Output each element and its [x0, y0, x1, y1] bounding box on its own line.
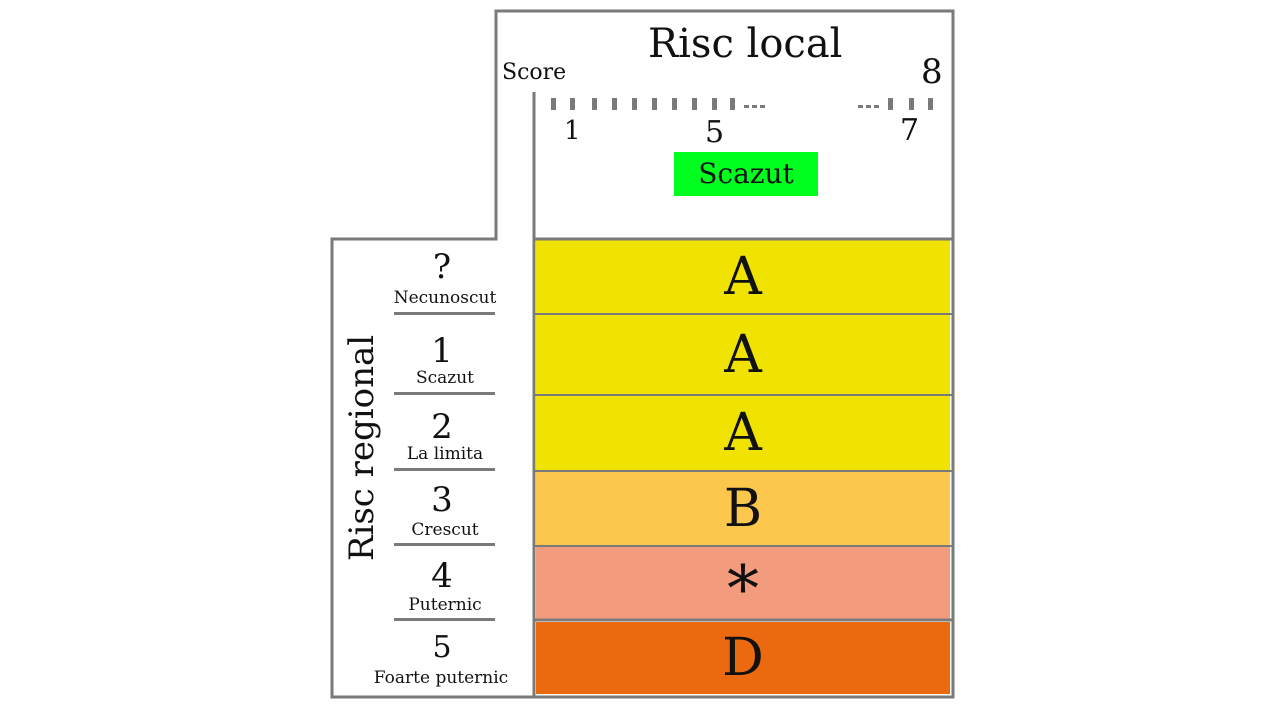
regional-level-label: Scazut: [415, 368, 475, 388]
scale-tick: [612, 98, 617, 110]
result-band: B: [536, 472, 950, 545]
result-band: A: [536, 396, 950, 470]
result-band: A: [536, 240, 950, 313]
level-separator: [394, 543, 495, 546]
local-risk-title: Risc local: [648, 21, 843, 67]
result-band: D: [536, 622, 950, 694]
regional-level-number: 2: [431, 407, 453, 447]
regional-level-number: 1: [431, 331, 453, 371]
result-band-letter: A: [724, 403, 762, 463]
regional-level-number: ?: [432, 247, 452, 287]
scale-tick-label: 1: [564, 116, 581, 146]
regional-level-label: Crescut: [411, 520, 479, 540]
scale-dash: [760, 105, 765, 108]
scale-tick-label: 7: [900, 113, 920, 148]
scale-tick-label: 5: [705, 115, 725, 150]
result-band: A: [536, 315, 950, 394]
regional-level-label: Puternic: [408, 595, 482, 615]
score-label: Score: [502, 60, 567, 85]
scale-dash: [866, 105, 871, 108]
result-band-letter: *: [727, 553, 759, 627]
regional-level-label: La limita: [406, 444, 484, 464]
regional-level-label: Foarte puternic: [373, 668, 509, 688]
level-separator: [394, 392, 495, 395]
scale-tick: [909, 98, 914, 110]
scale-tick: [592, 98, 597, 110]
result-band: *: [536, 547, 950, 627]
scale-dash: [744, 105, 749, 108]
regional-level-number: 4: [431, 556, 453, 596]
scale-tick: [928, 98, 933, 110]
scale-dash: [858, 105, 863, 108]
regional-level-number: 3: [431, 480, 453, 520]
scale-dash: [874, 105, 879, 108]
score-max-value: 8: [921, 52, 943, 92]
scale-tick: [888, 98, 893, 110]
scale-dash: [752, 105, 757, 108]
level-separator: [394, 312, 495, 315]
level-separator: [394, 468, 495, 471]
scale-tick: [672, 98, 677, 110]
scale-tick: [632, 98, 637, 110]
regional-level-number: 5: [432, 630, 452, 665]
result-band-letter: A: [724, 324, 762, 385]
scale-tick: [730, 98, 735, 110]
regional-level-label: Necunoscut: [393, 288, 497, 308]
local-risk-status-badge: Scazut: [674, 152, 818, 196]
result-band-letter: A: [724, 246, 762, 307]
scale-tick: [692, 98, 697, 110]
scale-tick: [712, 98, 717, 110]
result-band-letter: D: [722, 628, 764, 688]
scale-tick: [551, 98, 556, 110]
level-separator: [394, 618, 495, 621]
scale-tick: [570, 98, 575, 110]
scale-tick: [652, 98, 657, 110]
result-band-letter: B: [723, 478, 763, 539]
